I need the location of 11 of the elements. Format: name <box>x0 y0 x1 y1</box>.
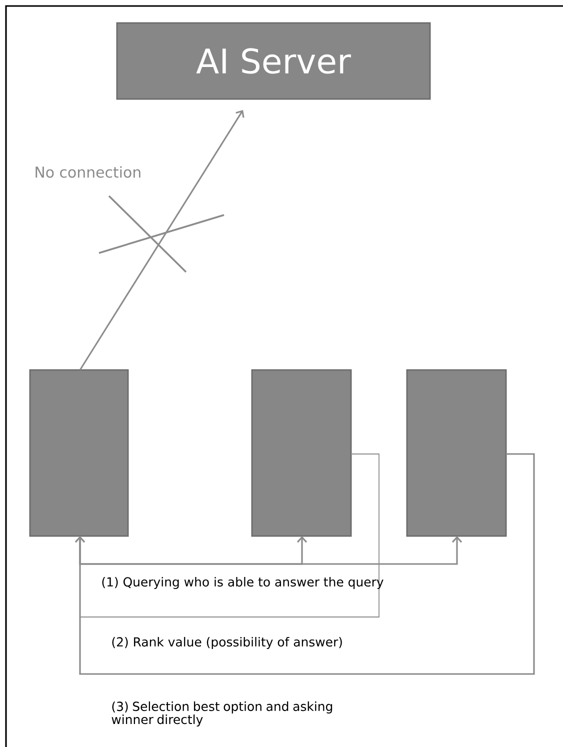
device-box <box>251 369 352 537</box>
edge-label: No connection <box>36 166 140 178</box>
arrow <box>79 536 462 565</box>
device-box <box>406 369 507 537</box>
device-box <box>29 369 129 537</box>
edge-label: (2) Rank value (possibility of answer) <box>112 636 342 650</box>
arrow <box>74 453 535 675</box>
arrow <box>79 110 244 370</box>
edge-label: (3) Selection best option and asking winner directly <box>112 701 332 727</box>
edge-label: (1) Querying who is able to answer the query <box>102 576 384 590</box>
server-box: AI Server <box>116 22 431 100</box>
